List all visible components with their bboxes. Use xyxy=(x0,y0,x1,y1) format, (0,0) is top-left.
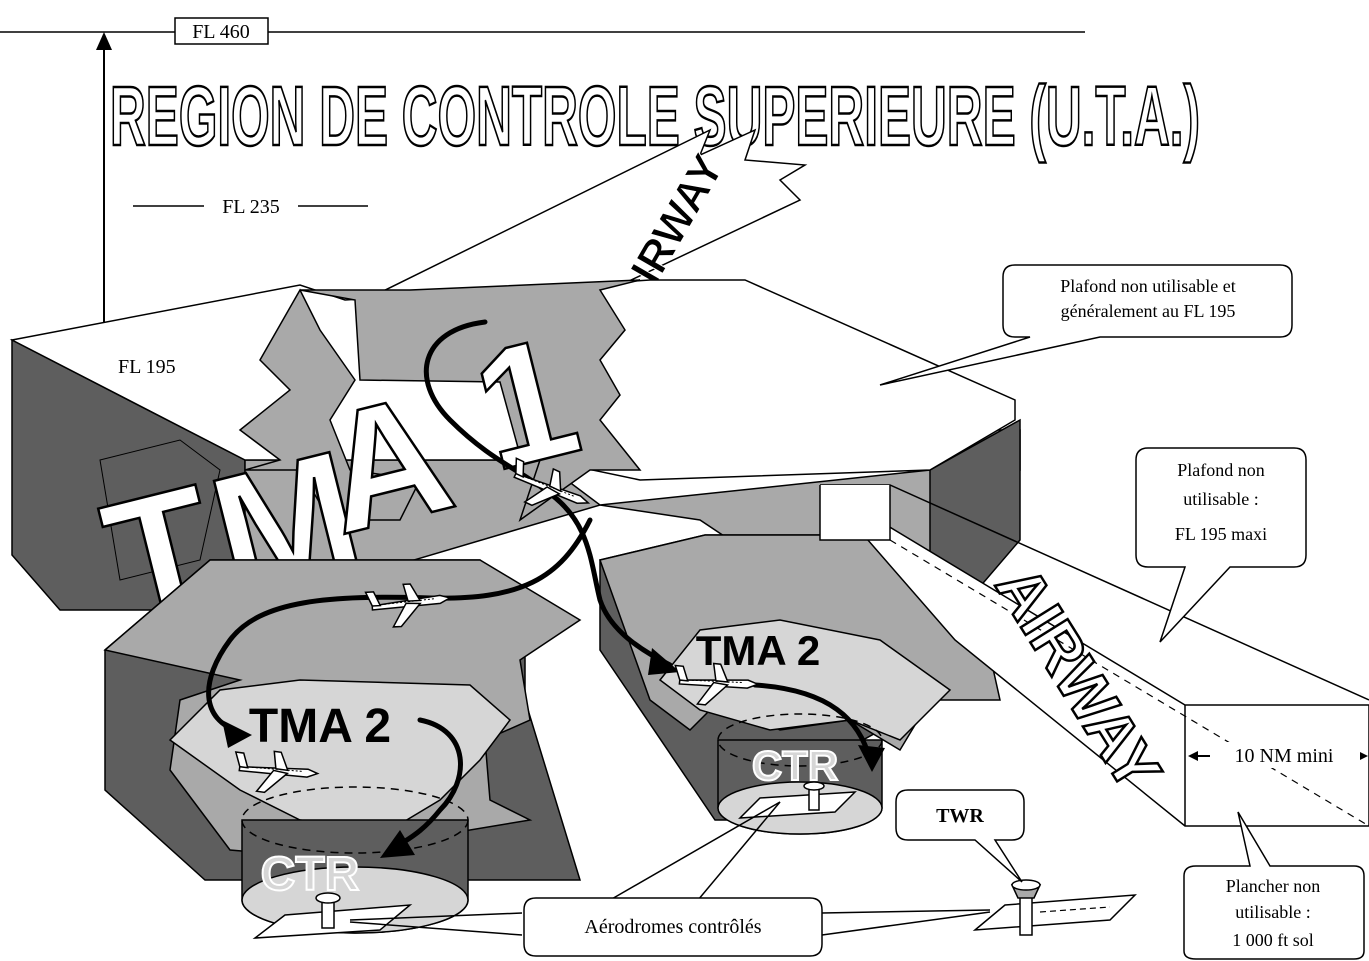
fl460-line: FL 460 xyxy=(0,17,1085,45)
twr-label: TWR xyxy=(936,805,984,827)
callout-ceiling-tma: Plafond non utilisable et généralement a… xyxy=(879,264,1293,386)
aerodromes-label: Aérodromes contrôlés xyxy=(584,916,761,938)
tma1-block xyxy=(9,279,1021,612)
callout-ceiling-tma-line2: généralement au FL 195 xyxy=(1061,301,1236,321)
tma2-right-block: TMA 2 xyxy=(599,534,1001,821)
callout-ceiling-airway-line3: FL 195 maxi xyxy=(1175,524,1267,544)
fl195-label: FL 195 xyxy=(118,356,176,378)
callout-floor-airway-line3: 1 000 ft sol xyxy=(1232,930,1314,950)
airway-width-label: 10 NM mini xyxy=(1235,745,1334,767)
flight-path-tma2-left xyxy=(392,717,463,851)
fl460-label: FL 460 xyxy=(192,21,250,43)
page-title: REGION DE CONTROLE SUPERIEURE (U.T.A.) xyxy=(110,69,1200,163)
callout-aerodromes: Aérodromes contrôlés xyxy=(349,801,991,957)
callout-floor-airway-line1: Plancher non xyxy=(1226,876,1320,896)
fl235-label: FL 235 xyxy=(222,196,280,218)
twr-aerodrome xyxy=(972,879,1137,936)
ctr-right: CTR xyxy=(717,713,883,835)
callout-ceiling-airway-line1: Plafond non xyxy=(1177,460,1265,480)
tma2-left-block: TMA 2 xyxy=(103,559,582,881)
tma2-left-label: TMA 2 xyxy=(249,700,391,753)
callout-ceiling-airway-line2: utilisable : xyxy=(1183,489,1259,509)
flight-path-arrowheads xyxy=(222,648,885,858)
callout-twr: TWR xyxy=(895,789,1025,883)
callout-floor-airway: Plancher non utilisable : 1 000 ft sol xyxy=(1183,811,1365,960)
callout-floor-airway-line2: utilisable : xyxy=(1235,902,1311,922)
flight-path-mid xyxy=(206,517,593,735)
callout-ceiling-tma-line1: Plafond non utilisable et xyxy=(1060,276,1235,296)
ctr-left-label: CTR xyxy=(261,848,360,901)
ctr-right-label: CTR xyxy=(752,742,838,789)
callout-ceiling-airway: Plafond non utilisable : FL 195 maxi xyxy=(1135,447,1307,643)
ctr-left: CTR xyxy=(241,786,469,939)
fl235-marker: FL 235 xyxy=(133,196,368,218)
